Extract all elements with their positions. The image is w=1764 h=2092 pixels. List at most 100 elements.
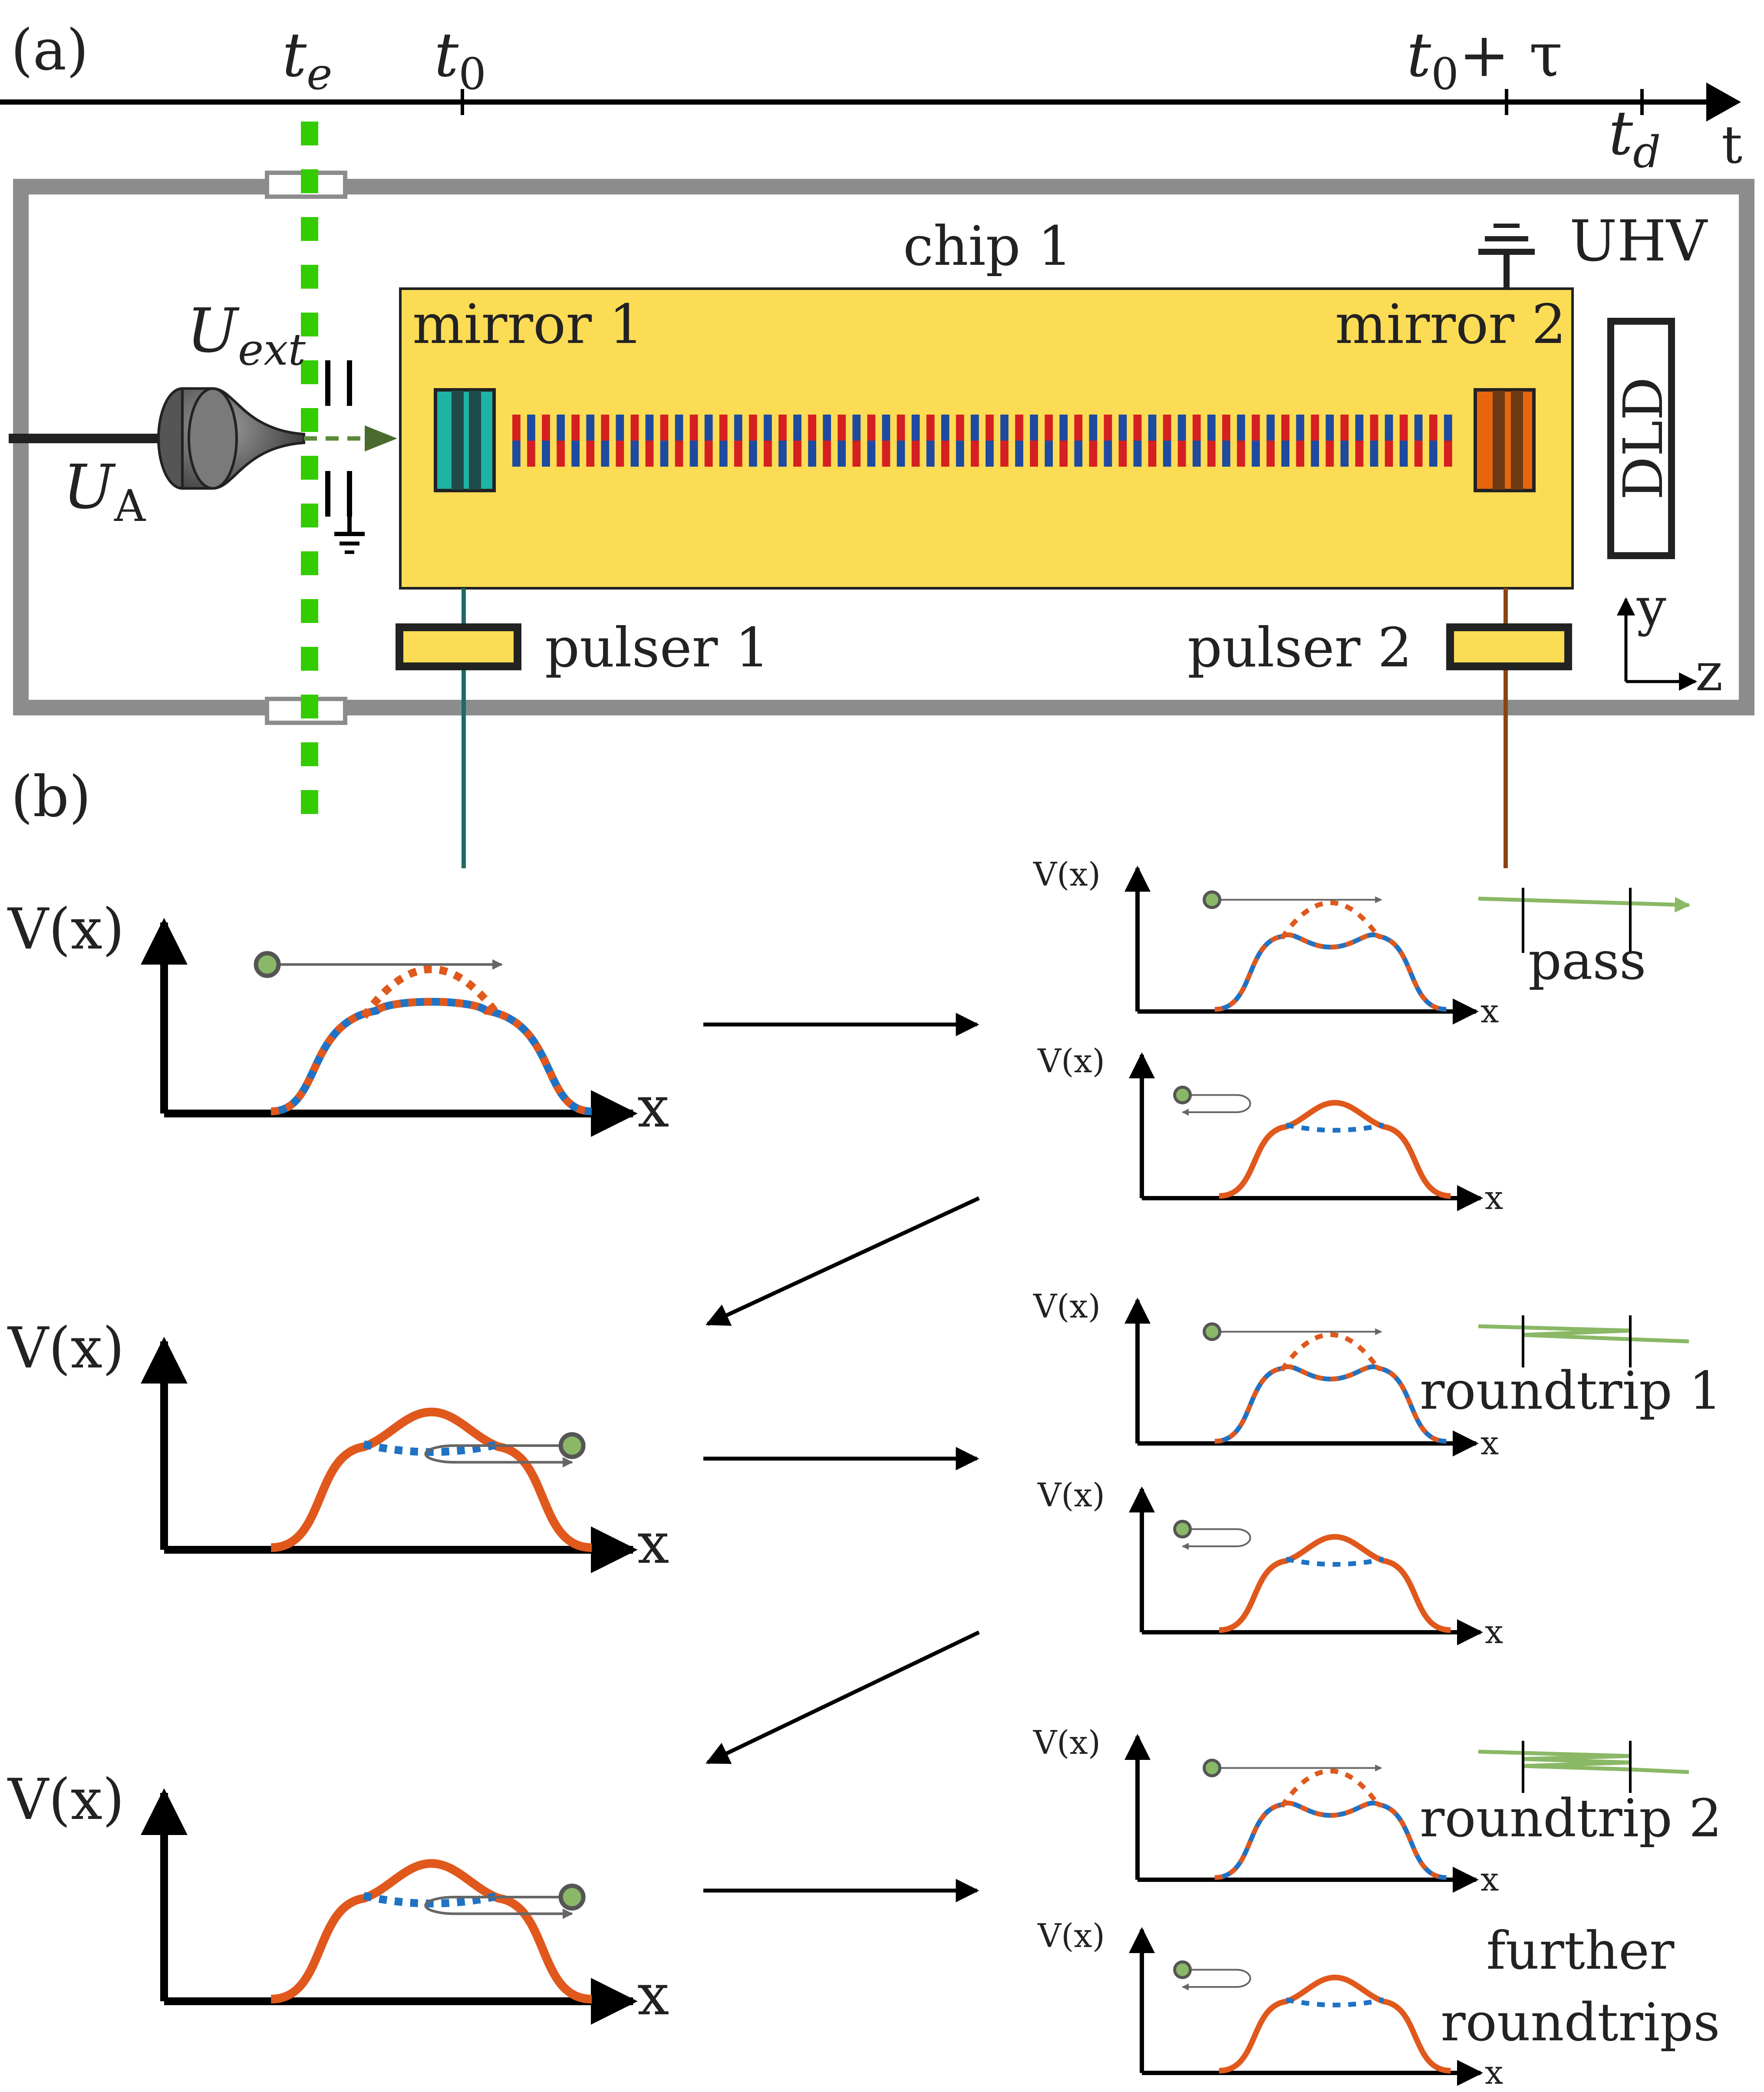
electrode bbox=[1429, 415, 1438, 441]
potential-curve-dashed bbox=[363, 1440, 500, 1456]
electrode bbox=[1089, 441, 1098, 467]
electrode bbox=[1148, 441, 1157, 467]
electrode bbox=[823, 415, 831, 441]
plot-left-3: V(x)x bbox=[7, 1766, 669, 2028]
plot-right-6: V(x)x bbox=[1037, 1917, 1503, 2092]
electrode bbox=[911, 441, 920, 467]
electrode bbox=[630, 441, 639, 467]
electrode bbox=[660, 441, 669, 467]
electrode bbox=[601, 415, 610, 441]
electrode bbox=[734, 441, 742, 467]
electrode bbox=[1355, 441, 1364, 467]
electrode bbox=[1000, 441, 1009, 467]
electrode bbox=[926, 415, 935, 441]
particle-path bbox=[424, 1896, 573, 1919]
electrode bbox=[1385, 441, 1393, 467]
electrode bbox=[1104, 415, 1112, 441]
potential-curve bbox=[270, 998, 592, 1115]
plot-right-1: V(x)x bbox=[1033, 855, 1499, 1030]
electrode bbox=[1340, 415, 1349, 441]
vx-label: V(x) bbox=[1037, 1476, 1105, 1514]
panel-b-label: (b) bbox=[11, 764, 91, 830]
electrode bbox=[1414, 415, 1423, 441]
electrode bbox=[1118, 415, 1127, 441]
x-label: x bbox=[637, 1074, 669, 1140]
electrode bbox=[1207, 441, 1216, 467]
electrode bbox=[764, 415, 772, 441]
potential-curve-dashed bbox=[1286, 1122, 1385, 1133]
electrode bbox=[527, 415, 535, 441]
electrode bbox=[1163, 415, 1171, 441]
panel-a-label: (a) bbox=[11, 17, 89, 83]
electrode bbox=[882, 415, 890, 441]
electrode bbox=[1266, 441, 1275, 467]
electrode bbox=[1237, 441, 1245, 467]
electrode bbox=[1222, 415, 1230, 441]
electrode bbox=[1163, 441, 1171, 467]
electrode bbox=[1252, 441, 1260, 467]
roundtrip-2-label: roundtrip 2 bbox=[1420, 1789, 1722, 1849]
u-ext-label: Uext bbox=[187, 296, 306, 375]
electrode bbox=[1222, 441, 1230, 467]
electrode bbox=[1385, 415, 1393, 441]
electrode bbox=[1237, 415, 1245, 441]
potential-curve bbox=[1219, 1100, 1451, 1199]
electrode bbox=[897, 415, 905, 441]
electrode bbox=[704, 441, 713, 467]
beam-arrow-icon bbox=[365, 425, 397, 451]
electrode bbox=[1266, 415, 1275, 441]
potential-curve bbox=[1214, 932, 1447, 1012]
vx-label: V(x) bbox=[1033, 1287, 1101, 1325]
electrode bbox=[601, 441, 610, 467]
electrode bbox=[837, 441, 846, 467]
electrode bbox=[778, 415, 787, 441]
electrode bbox=[1444, 415, 1452, 441]
particle-path bbox=[424, 1444, 573, 1468]
electrode bbox=[808, 415, 816, 441]
electrode bbox=[1252, 415, 1260, 441]
potential-curve-dashed bbox=[1279, 900, 1382, 940]
electrode bbox=[734, 415, 742, 441]
particle-icon bbox=[1203, 890, 1222, 909]
electrode bbox=[616, 441, 624, 467]
potential-curve bbox=[1219, 1974, 1451, 2074]
particle-icon bbox=[1173, 1960, 1192, 1979]
potential-curve bbox=[1214, 1800, 1447, 1880]
electrode bbox=[719, 415, 728, 441]
electrode bbox=[675, 441, 683, 467]
x-label: x bbox=[1485, 1613, 1503, 1651]
potential-curve-dashed bbox=[363, 1892, 500, 1908]
electrode bbox=[1207, 415, 1216, 441]
pass-trajectory-icon bbox=[1478, 888, 1691, 953]
vx-label: V(x) bbox=[1033, 1723, 1101, 1762]
electrode bbox=[1030, 441, 1038, 467]
potential-curve-dashed bbox=[1279, 1332, 1382, 1372]
electrode bbox=[675, 415, 683, 441]
x-label: x bbox=[1480, 1860, 1499, 1898]
electrode bbox=[852, 415, 861, 441]
electrode bbox=[586, 415, 595, 441]
electrode bbox=[571, 415, 580, 441]
potential-curve-dashed bbox=[1286, 1997, 1385, 2008]
electrode bbox=[1148, 415, 1157, 441]
ground-icon bbox=[334, 517, 365, 554]
further-label-2: roundtrips bbox=[1441, 1993, 1720, 2053]
electrode bbox=[970, 441, 979, 467]
electrode bbox=[823, 441, 831, 467]
electrode bbox=[1030, 415, 1038, 441]
vacuum-chamber bbox=[13, 179, 1754, 715]
electrode bbox=[719, 441, 728, 467]
electrode bbox=[793, 441, 801, 467]
plot-right-5: V(x) x bbox=[1033, 1723, 1499, 1898]
electrode bbox=[749, 415, 757, 441]
particle-path bbox=[1182, 1094, 1251, 1116]
potential-curve-dashed bbox=[360, 965, 502, 1019]
particle-path bbox=[1182, 1528, 1251, 1550]
u-a-label: UA bbox=[63, 452, 146, 531]
electrode bbox=[1089, 415, 1098, 441]
electrode bbox=[1311, 441, 1319, 467]
label-td: td bbox=[1609, 98, 1661, 178]
electrode bbox=[867, 441, 876, 467]
electrode-array bbox=[512, 415, 1452, 467]
electrode bbox=[1296, 441, 1305, 467]
